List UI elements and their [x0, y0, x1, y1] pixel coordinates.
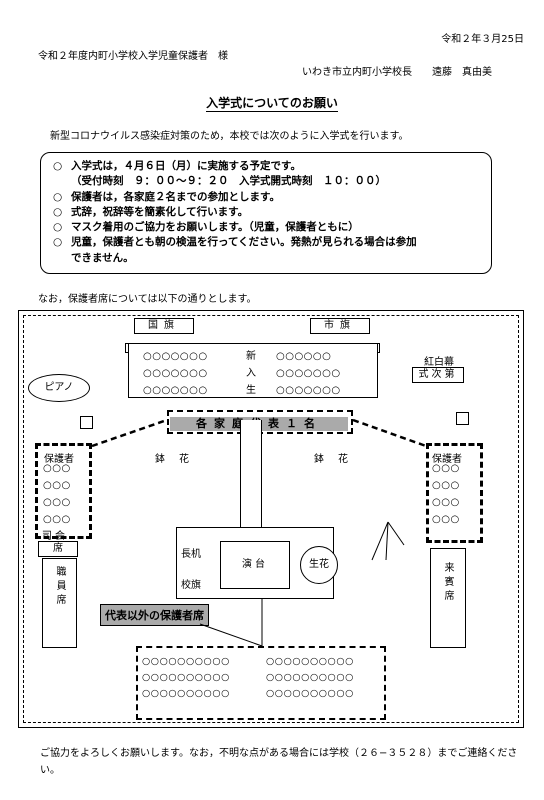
- bullet-icon: ○: [53, 236, 63, 249]
- seat-row: ○○○○○○○: [276, 368, 341, 379]
- gym-inner-outline: [23, 315, 519, 723]
- guardian-label-left: 保護者: [44, 454, 74, 465]
- notice-item-1: ○ 入学式は，４月６日（月）に実施する予定です。: [53, 159, 479, 174]
- potted-flower-right: 鉢 花: [314, 454, 350, 465]
- new-students-char: 生: [246, 385, 257, 396]
- page-title: 入学式についてのお願い: [0, 94, 544, 112]
- seat-row: ○○○○○○○○○○: [142, 672, 230, 683]
- new-students-seats-left: ○○○○○○○ ○○○○○○○ ○○○○○○○: [143, 348, 208, 399]
- guardian-seats-right: [426, 443, 483, 543]
- new-students-char: 入: [246, 368, 257, 379]
- notice-item-5-cont: できません。: [71, 251, 134, 264]
- long-desk-label: 長机: [181, 549, 201, 560]
- city-flag: 市旗: [310, 318, 370, 334]
- notice-item-5-text: 児童，保護者とも朝の検温を行ってください。発熱が見られる場合は参加: [71, 236, 417, 249]
- notice-item-4-text: マスク着用のご協力をお願いします。（児童，保護者ともに）: [71, 221, 359, 234]
- speaker-right: [456, 412, 469, 425]
- seat-row: ○○○○○○○: [276, 385, 341, 396]
- notice-item-1-sub: （受付時刻 ９：００〜９：２０ 入学式開式時刻 １０：００）: [71, 175, 386, 188]
- emcee-seat: 席: [38, 541, 78, 557]
- notice-item-4: ○ マスク着用のご協力をお願いします。（児童，保護者ともに）: [53, 220, 479, 235]
- flower-arrangement: 生花: [300, 546, 338, 584]
- letter-date: 令和２年３月25日: [441, 34, 524, 45]
- bullet-icon: ○: [53, 205, 63, 218]
- gym-outline: [18, 310, 524, 728]
- new-students-char: 新: [246, 351, 257, 362]
- seat-row: ○○○: [432, 497, 460, 508]
- seat-row: ○○○○○○○○○○: [266, 688, 354, 699]
- notice-item-1-text: 入学式は，４月６日（月）に実施する予定です。: [71, 160, 301, 172]
- bullet-icon: ○: [53, 190, 63, 203]
- non-rep-seats-left: ○○○○○○○○○○ ○○○○○○○○○○ ○○○○○○○○○○: [142, 654, 230, 702]
- notice-item-3-text: 式辞，祝辞等を簡素化して行います。: [71, 205, 249, 218]
- seating-intro: なお，保護者席については以下の通りとします。: [38, 294, 257, 305]
- notice-item-2-text: 保護者は，各家庭２名までの参加とします。: [71, 190, 280, 203]
- non-rep-seats-right: ○○○○○○○○○○ ○○○○○○○○○○ ○○○○○○○○○○: [266, 654, 354, 702]
- page-title-text: 入学式についてのお願い: [206, 96, 338, 112]
- seat-row: ○○○: [43, 463, 71, 474]
- staff-seats-box: [42, 558, 77, 648]
- non-representative-label: 代表以外の保護者席: [100, 604, 209, 626]
- new-students-seats-right: ○○○○○○ ○○○○○○○ ○○○○○○○: [276, 348, 341, 399]
- rep-link-left: [91, 418, 168, 448]
- national-flag: 国旗: [134, 318, 194, 334]
- curtain-label: 紅白幕: [424, 357, 454, 368]
- seat-row: ○○○: [432, 514, 460, 525]
- new-students-area: [128, 343, 378, 398]
- guardian-seats-left: [35, 443, 92, 539]
- program-board: 式次第: [412, 367, 464, 383]
- seat-row: ○○○○○○○○○○: [142, 656, 230, 667]
- footer-text: ご協力をよろしくお願いします。なお，不明な点がある場合には学校（２６−３５２８）…: [40, 748, 518, 776]
- notice-box: ○ 入学式は，４月６日（月）に実施する予定です。 （受付時刻 ９：００〜９：２０ …: [40, 152, 492, 274]
- seat-row: ○○○: [43, 480, 71, 491]
- guardian-seats-left-rows: ○○○ ○○○ ○○○ ○○○: [43, 460, 71, 528]
- seat-row: ○○○○○○: [276, 351, 332, 362]
- guest-seats-label: 来賓席: [442, 562, 453, 604]
- rep-link-right: [352, 418, 427, 448]
- new-students-label: 新 入 生: [246, 348, 257, 399]
- bullet-icon: ○: [53, 160, 63, 172]
- seat-row: ○○○○○○○: [143, 368, 208, 379]
- seat-row: ○○○: [432, 480, 460, 491]
- notice-item-3: ○ 式辞，祝辞等を簡素化して行います。: [53, 205, 479, 220]
- emcee-label: 司会: [42, 531, 68, 542]
- notice-item-5: ○ 児童，保護者とも朝の検温を行ってください。発熱が見られる場合は参加: [53, 235, 479, 250]
- school-flag-label: 校旗: [181, 580, 201, 591]
- non-rep-pointer: [199, 623, 263, 647]
- seat-row: ○○○○○○○○○○: [266, 656, 354, 667]
- non-representative-seats: [136, 646, 386, 720]
- seat-row: ○○○○○○○: [143, 385, 208, 396]
- guest-seats-box: [430, 548, 466, 648]
- intro-text: 新型コロナウイルス感染症対策のため，本校では次のように入学式を行います。: [50, 131, 409, 142]
- seat-row: ○○○○○○○○○○: [266, 672, 354, 683]
- potted-flower-left: 鉢 花: [155, 454, 191, 465]
- piano: ピアノ: [28, 374, 90, 402]
- seat-row: ○○○○○○○○○○: [142, 688, 230, 699]
- guardian-seats-right-rows: ○○○ ○○○ ○○○ ○○○: [432, 460, 460, 528]
- notice-item-2: ○ 保護者は，各家庭２名までの参加とします。: [53, 190, 479, 205]
- staff-seats-label: 職員席: [54, 566, 65, 608]
- seat-row: ○○○: [43, 497, 71, 508]
- center-aisle: [240, 420, 262, 528]
- seat-row: ○○○: [43, 514, 71, 525]
- podium: 演台: [220, 541, 290, 589]
- guardian-label-right: 保護者: [432, 454, 462, 465]
- speaker-left: [80, 416, 93, 429]
- seat-row: ○○○○○○○: [143, 351, 208, 362]
- bullet-icon: ○: [53, 221, 63, 234]
- seat-row: ○○○: [432, 463, 460, 474]
- addressee: 令和２年度内町小学校入学児童保護者 様: [38, 51, 228, 62]
- sender: いわき市立内町小学校長 遠藤 真由美: [302, 67, 492, 78]
- camera-tripod-icon: [371, 521, 405, 561]
